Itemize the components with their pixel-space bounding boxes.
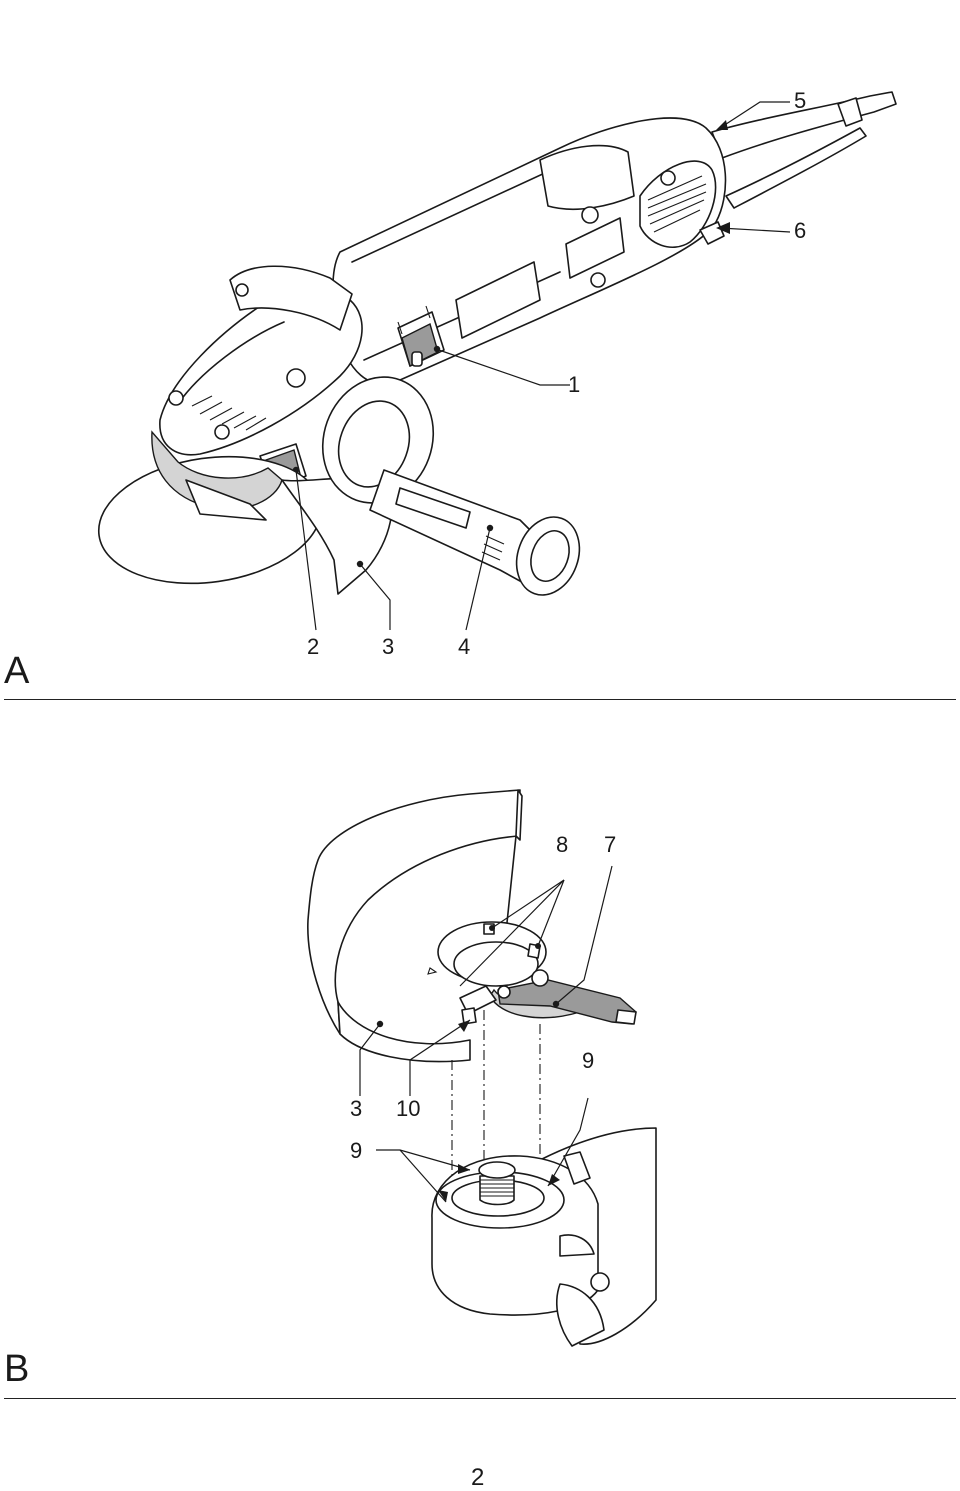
figure-b-guard-mounting — [307, 789, 657, 1347]
page-number: 2 — [471, 1464, 485, 1491]
callout-9-right: 9 — [582, 1048, 595, 1073]
callout-3-b: 3 — [350, 1096, 363, 1121]
wheel-guard — [307, 789, 547, 1063]
callout-10: 10 — [396, 1096, 421, 1121]
callout-5: 5 — [794, 88, 807, 113]
gear-head — [159, 265, 363, 456]
callout-leaders — [359, 865, 613, 1203]
side-handle — [321, 376, 581, 596]
callout-leaders — [295, 101, 791, 631]
panel-a-label: A — [4, 650, 30, 692]
clamp-ring-lever — [459, 923, 637, 1025]
tool-head-spindle — [431, 1127, 657, 1347]
panel-b-divider — [4, 1398, 956, 1399]
callout-2: 2 — [307, 634, 320, 659]
alignment-lines — [451, 1010, 541, 1190]
callout-3: 3 — [382, 634, 395, 659]
callout-8: 8 — [556, 832, 569, 857]
panel-a-divider — [4, 699, 956, 700]
callout-9-left: 9 — [350, 1138, 363, 1163]
callout-1: 1 — [568, 372, 581, 397]
on-off-switch — [397, 305, 445, 368]
motor-housing — [332, 117, 727, 385]
panel-b-label: B — [4, 1348, 30, 1390]
callout-6: 6 — [794, 218, 807, 243]
callout-7: 7 — [604, 832, 617, 857]
grinding-disc — [97, 430, 323, 585]
figure-a-angle-grinder — [97, 91, 897, 631]
power-cord — [711, 91, 897, 209]
callout-4: 4 — [458, 634, 471, 659]
wheel-guard — [185, 477, 393, 595]
